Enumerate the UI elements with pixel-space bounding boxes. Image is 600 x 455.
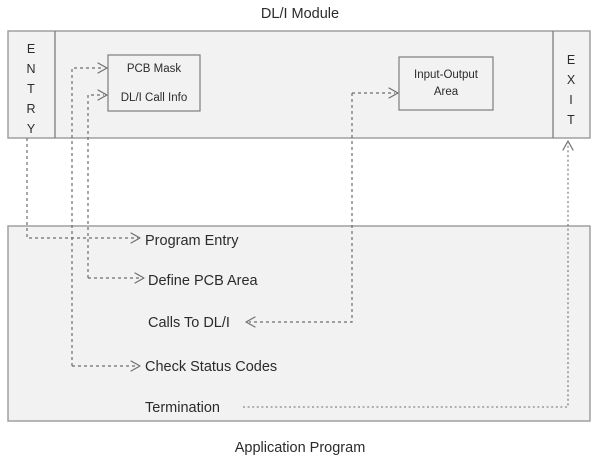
pcb-mask-box (107, 54, 201, 112)
flow-io-area-to-calls-to-dli (245, 87, 399, 328)
page-title-bottom: Application Program (235, 440, 366, 455)
application-program-panel (7, 225, 591, 422)
input-output-area-box (398, 56, 494, 111)
entry-letter-2: T (27, 82, 35, 96)
arrow-head-icon (134, 272, 145, 284)
entry-letter-0: E (27, 42, 35, 56)
arrow-head-icon (562, 140, 574, 151)
flow-to-define-pcb-area (88, 272, 145, 284)
arrow-head-icon (388, 87, 399, 99)
input-output-area-label-line1: Input-Output (414, 69, 479, 81)
exit-letter-3: T (567, 113, 575, 127)
input-output-area-label-line2: Area (434, 86, 459, 98)
flow-termination-to-exit (243, 140, 574, 408)
arrow-head-icon (97, 62, 108, 74)
step-program-entry: Program Entry (145, 233, 239, 249)
arrow-head-icon (130, 232, 141, 244)
exit-label: E X I T (567, 53, 576, 127)
flow-program-entry-to-pcb-mask (71, 62, 108, 366)
page-title-top: DL/I Module (261, 6, 339, 22)
flow-define-pcb-to-dli-call-info (87, 89, 108, 278)
flow-to-check-status-codes (72, 360, 141, 372)
step-termination: Termination (145, 400, 220, 416)
entry-letter-4: Y (27, 122, 36, 136)
dli-call-info-label: DL/I Call Info (121, 92, 187, 104)
entry-letter-3: R (26, 102, 35, 116)
arrow-head-icon (130, 360, 141, 372)
pcb-mask-label: PCB Mask (127, 63, 182, 75)
arrow-head-icon (97, 89, 108, 101)
exit-letter-0: E (567, 53, 575, 67)
step-calls-to-dli: Calls To DL/I (148, 315, 230, 331)
step-define-pcb-area: Define PCB Area (148, 273, 259, 289)
step-check-status-codes: Check Status Codes (145, 359, 277, 375)
entry-label: E N T R Y (26, 42, 35, 136)
entry-letter-1: N (26, 62, 35, 76)
exit-letter-1: X (567, 73, 576, 87)
arrow-head-icon (245, 316, 256, 328)
dli-module-panel (7, 30, 591, 139)
exit-letter-2: I (569, 93, 572, 107)
flow-entry-to-program-entry (26, 138, 141, 244)
